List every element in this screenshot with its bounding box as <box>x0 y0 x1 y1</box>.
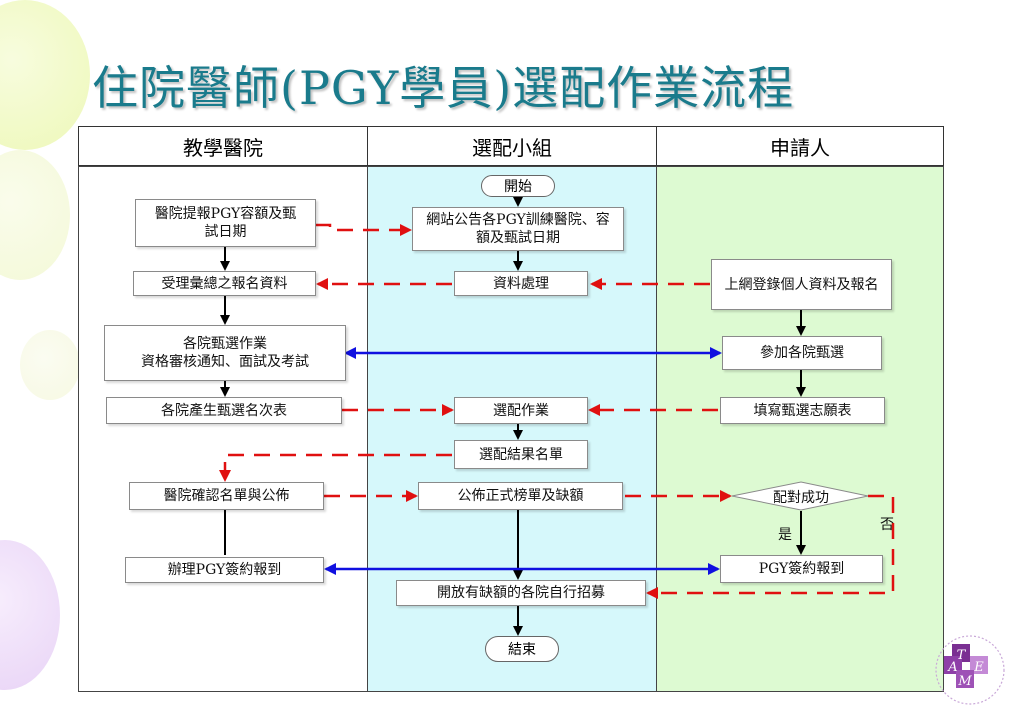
end-node: 結束 <box>485 636 559 662</box>
arrow-result-to-confirm <box>219 453 452 482</box>
logo-letter-t: T <box>957 648 967 663</box>
arrow-report-to-announce <box>316 223 412 236</box>
start-node: 開始 <box>481 175 555 197</box>
online-register-box: 上網登錄個人資料及報名 <box>711 259 892 310</box>
join-selection-box: 參加各院甄選 <box>722 336 882 370</box>
matching-box: 選配作業 <box>454 397 588 424</box>
hospital-report-box: 醫院提報PGY容額及甄試日期 <box>135 199 316 247</box>
fill-preference-box: 填寫甄選志願表 <box>720 397 885 424</box>
official-list-box: 公佈正式榜單及缺額 <box>418 482 623 510</box>
branch-yes-label: 是 <box>778 527 792 543</box>
match-result-box: 選配結果名單 <box>454 440 588 469</box>
match-success-label: 配對成功 <box>773 490 829 506</box>
decor-balloon <box>20 330 80 400</box>
contract-hospital-box: 辦理PGY簽約報到 <box>125 557 324 583</box>
lane-hospital <box>78 166 368 692</box>
hospital-selection-box: 各院甄選作業 資格審核通知、面試及考試 <box>104 325 346 381</box>
logo-letter-a: A <box>947 660 957 675</box>
logo-letter-m: M <box>957 674 972 689</box>
confirm-announce-box: 醫院確認名單與公佈 <box>129 482 324 510</box>
lane-header-committee: 選配小組 <box>367 126 657 166</box>
ranking-list-box: 各院產生甄選名次表 <box>106 397 342 424</box>
data-process-box: 資料處理 <box>454 271 588 296</box>
contract-applicant-box: PGY簽約報到 <box>720 555 883 583</box>
match-success-diamond <box>731 481 869 511</box>
page-title: 住院醫師(PGY學員)選配作業流程 <box>92 61 795 115</box>
web-announce-box: 網站公告各PGY訓練醫院、容額及甄試日期 <box>412 207 624 251</box>
branch-no-label: 否 <box>880 517 894 533</box>
lane-header-applicant: 申請人 <box>656 126 944 166</box>
lane-applicant <box>656 166 944 692</box>
tame-logo: T A M E <box>922 630 1018 706</box>
open-recruit-box: 開放有缺額的各院自行招募 <box>396 580 646 606</box>
arrow-no-to-recruit <box>646 494 895 599</box>
lane-header-hospital: 教學醫院 <box>78 126 368 166</box>
logo-letter-e: E <box>973 660 984 675</box>
receive-summary-box: 受理彙總之報名資料 <box>133 271 316 296</box>
